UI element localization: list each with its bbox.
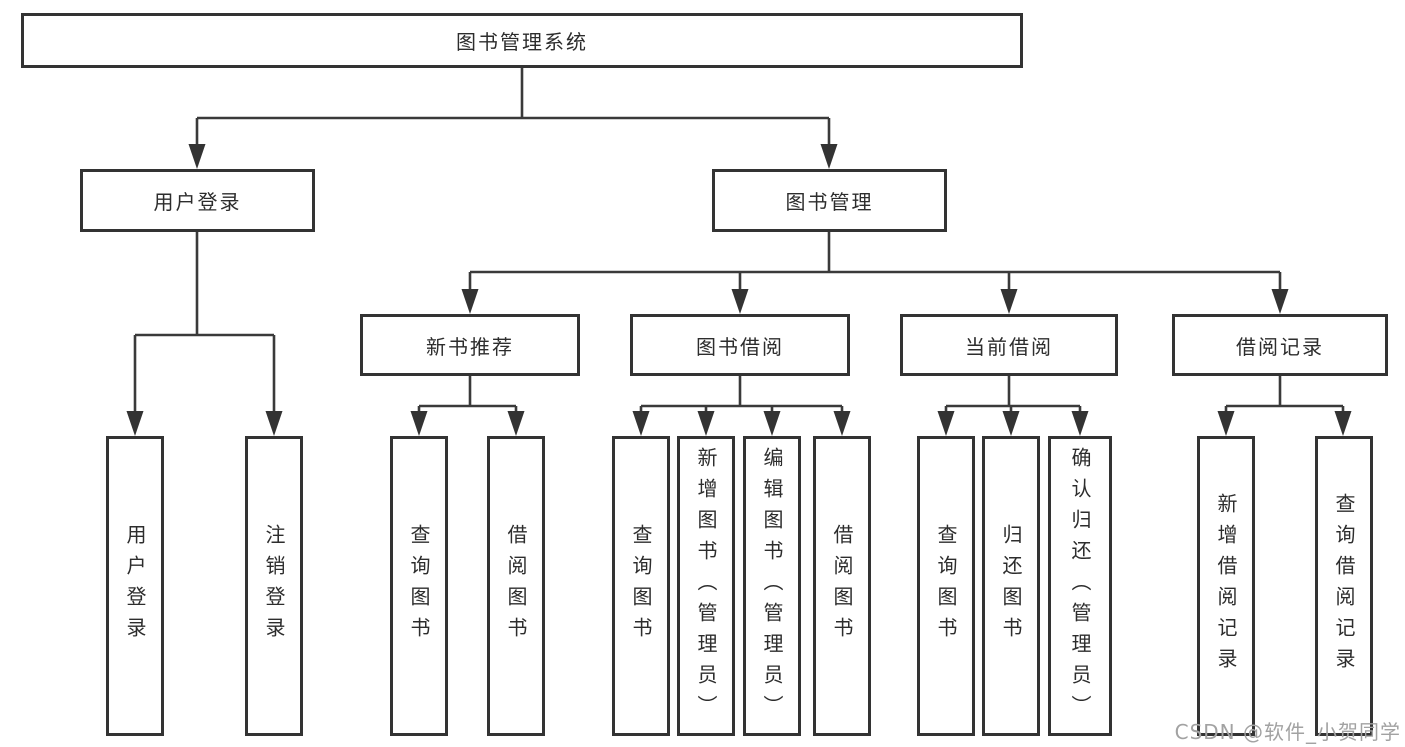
leaf-add-book-admin-label: 新增图书（管理员） [694, 446, 718, 726]
leaf-add-borrow-record-label: 新增借阅记录 [1214, 493, 1238, 679]
leaf-borrow-books: 借阅图书 [813, 436, 871, 736]
leaf-edit-book-admin: 编辑图书（管理员） [743, 436, 801, 736]
node-borrow-records-label: 借阅记录 [1236, 334, 1324, 359]
node-current-borrow-label: 当前借阅 [965, 334, 1053, 359]
leaf-query-borrow-record-label: 查询借阅记录 [1332, 493, 1356, 679]
leaf-query-books-borrow: 查询图书 [612, 436, 670, 736]
leaf-user-login: 用户登录 [106, 436, 164, 736]
leaf-query-books-current: 查询图书 [917, 436, 975, 736]
node-book-management: 图书管理 [712, 169, 947, 232]
node-user-login-label: 用户登录 [153, 190, 242, 214]
leaf-query-books-borrow-label: 查询图书 [629, 524, 653, 648]
leaf-confirm-return-admin-label: 确认归还（管理员） [1068, 446, 1092, 726]
watermark-text: CSDN @软件_小贺同学 [1174, 720, 1401, 744]
node-library-system: 图书管理系统 [21, 13, 1023, 68]
leaf-return-books-label: 归还图书 [999, 524, 1023, 648]
node-new-book-recommend-label: 新书推荐 [426, 334, 514, 359]
node-library-system-label: 图书管理系统 [456, 30, 588, 54]
leaf-return-books: 归还图书 [982, 436, 1040, 736]
leaf-confirm-return-admin: 确认归还（管理员） [1048, 436, 1112, 736]
node-new-book-recommend: 新书推荐 [360, 314, 580, 376]
leaf-borrow-books-recommend: 借阅图书 [487, 436, 545, 736]
leaf-edit-book-admin-label: 编辑图书（管理员） [760, 446, 784, 726]
node-user-login: 用户登录 [80, 169, 315, 232]
leaf-logout-label: 注销登录 [262, 524, 286, 648]
node-book-management-label: 图书管理 [785, 190, 874, 214]
leaf-logout: 注销登录 [245, 436, 303, 736]
node-current-borrow: 当前借阅 [900, 314, 1118, 376]
leaf-borrow-books-label: 借阅图书 [830, 524, 854, 648]
leaf-query-borrow-record: 查询借阅记录 [1315, 436, 1373, 736]
node-book-borrow: 图书借阅 [630, 314, 850, 376]
leaf-query-books-recommend: 查询图书 [390, 436, 448, 736]
leaf-query-books-current-label: 查询图书 [934, 524, 958, 648]
leaf-user-login-label: 用户登录 [123, 524, 147, 648]
connector-paths [133, 68, 1345, 414]
leaf-query-books-recommend-label: 查询图书 [407, 524, 431, 648]
leaf-borrow-books-recommend-label: 借阅图书 [504, 524, 528, 648]
leaf-add-book-admin: 新增图书（管理员） [677, 436, 735, 736]
node-book-borrow-label: 图书借阅 [696, 334, 784, 359]
leaf-add-borrow-record: 新增借阅记录 [1197, 436, 1255, 736]
arrowhead-markers [126, 144, 1352, 436]
node-borrow-records: 借阅记录 [1172, 314, 1388, 376]
